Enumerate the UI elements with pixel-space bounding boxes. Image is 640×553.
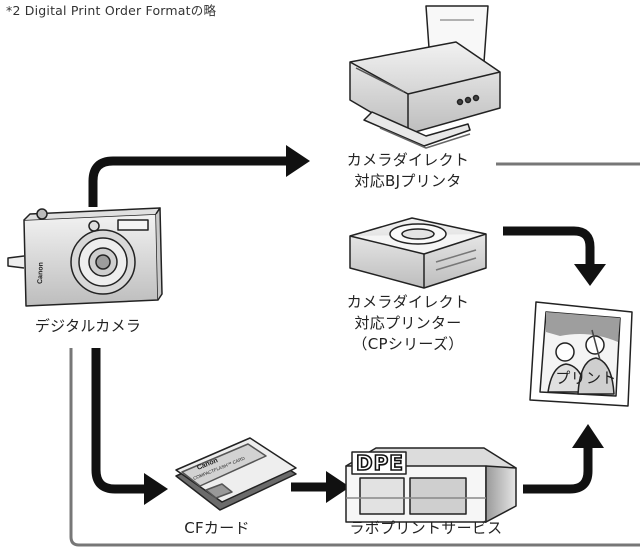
- arrow-cp-printer-to-print: [503, 226, 595, 266]
- arrow-heads: [144, 145, 606, 505]
- label-direct-cp-printer-line2: 対応プリンター: [354, 314, 462, 332]
- arrowhead-lab: [326, 471, 350, 503]
- bj-printer-illustration: [349, 5, 501, 149]
- label-direct-bj-printer-line1: カメラダイレクト: [346, 151, 470, 169]
- arrow-lab-to-print: [523, 444, 593, 494]
- arrowhead-cf-card: [144, 473, 168, 505]
- label-print: プリント: [555, 369, 617, 387]
- label-direct-cp-printer-line3: （CPシリーズ）: [352, 335, 464, 353]
- arrow-camera-to-cf-card: [91, 348, 148, 494]
- flow-arrows: [88, 156, 595, 494]
- label-digital-camera: デジタルカメラ: [34, 317, 142, 335]
- arrowhead-print-bottom: [572, 424, 604, 448]
- connector-camera-down: [69, 348, 640, 547]
- label-direct-bj-printer-line2: 対応BJプリンタ: [354, 172, 462, 190]
- footnote: *2 Digital Print Order Formatの略: [6, 3, 217, 18]
- arrowhead-print-top: [574, 264, 606, 286]
- lab-sign-text: DPE: [356, 451, 404, 475]
- label-direct-cp-printer: カメラダイレクト 対応プリンター （CPシリーズ）: [318, 292, 498, 355]
- label-direct-cp-printer-line1: カメラダイレクト: [346, 293, 470, 311]
- connector-lines: [69, 162, 640, 547]
- label-cf-card: CFカード: [184, 519, 250, 537]
- digital-camera-illustration: [7, 207, 163, 307]
- cp-printer-illustration: [349, 217, 487, 289]
- lab-shop-illustration: [345, 447, 517, 523]
- label-direct-bj-printer: カメラダイレクト 対応BJプリンタ: [318, 150, 498, 192]
- camera-brand-text: Canon: [37, 262, 45, 284]
- arrowhead-bj-printer: [286, 145, 310, 177]
- photo-print-illustration: [529, 301, 633, 407]
- arrow-camera-to-bj-printer: [88, 156, 290, 207]
- cf-card-illustration: [175, 437, 297, 511]
- label-lab-service: ラボプリントサービス: [349, 519, 503, 537]
